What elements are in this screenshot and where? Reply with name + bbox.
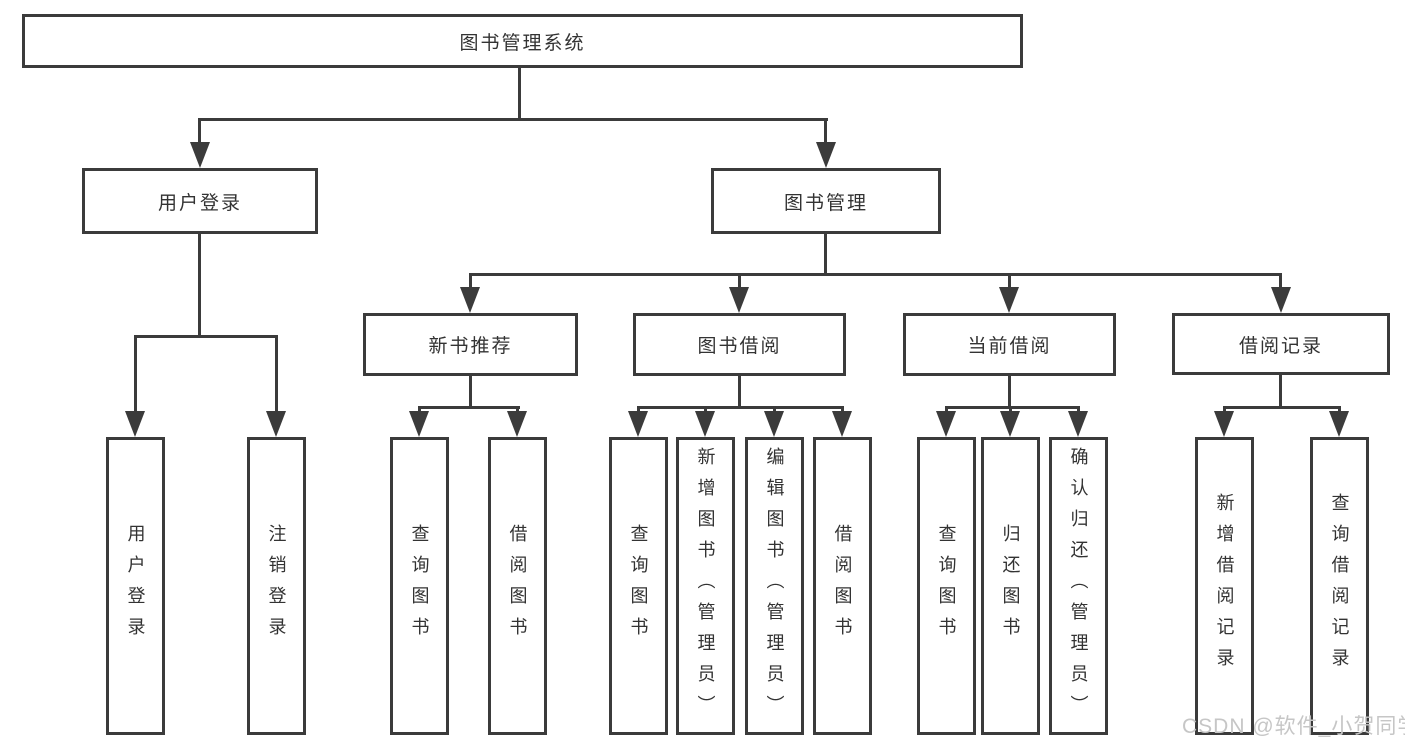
node-label: 查询借阅记录 xyxy=(1329,493,1350,679)
connector-arrowhead xyxy=(816,142,836,168)
connector-arrowhead xyxy=(729,287,749,313)
connector-line xyxy=(518,66,521,120)
connector-arrowhead xyxy=(695,411,715,437)
node-book-borrowing: 图书借阅 xyxy=(633,313,846,376)
node-library-management-system: 图书管理系统 xyxy=(22,14,1023,68)
node-new-book-recommendation: 新书推荐 xyxy=(363,313,578,376)
node-label: 新增借阅记录 xyxy=(1214,493,1235,679)
connector-line xyxy=(469,273,472,291)
connector-arrowhead xyxy=(936,411,956,437)
connector-arrowhead xyxy=(460,287,480,313)
connector-line xyxy=(198,234,201,335)
connector-line xyxy=(824,234,827,276)
connector-line xyxy=(198,118,201,146)
node-label: 借阅图书 xyxy=(832,524,853,648)
node-label: 用户登录 xyxy=(157,192,242,214)
node-label: 新增图书（管理员） xyxy=(695,446,716,726)
node-label: 图书借阅 xyxy=(697,336,782,357)
connector-line xyxy=(275,335,278,415)
connector-line xyxy=(418,406,520,409)
connector-arrowhead xyxy=(266,411,286,437)
connector-arrowhead xyxy=(190,142,210,168)
node-book-management: 图书管理 xyxy=(711,168,941,234)
connector-arrowhead xyxy=(1329,411,1349,437)
leaf-query-books-current: 查询图书 xyxy=(917,437,976,735)
connector-line xyxy=(470,273,1282,276)
connector-arrowhead xyxy=(125,411,145,437)
leaf-borrow-books-recommend: 借阅图书 xyxy=(488,437,547,735)
leaf-user-login: 用户登录 xyxy=(106,437,165,735)
node-label: 借阅记录 xyxy=(1238,335,1323,357)
node-label: 编辑图书（管理员） xyxy=(764,446,785,726)
connector-line xyxy=(134,335,137,415)
node-label: 查询图书 xyxy=(628,524,649,648)
node-user-login: 用户登录 xyxy=(82,168,318,234)
leaf-logout: 注销登录 xyxy=(247,437,306,735)
leaf-return-books: 归还图书 xyxy=(981,437,1040,735)
connector-line xyxy=(1279,273,1282,291)
connector-line xyxy=(738,376,741,409)
node-label: 查询图书 xyxy=(409,524,430,648)
leaf-query-books-borrowing: 查询图书 xyxy=(609,437,668,735)
node-label: 查询图书 xyxy=(936,524,957,648)
node-label: 用户登录 xyxy=(125,524,146,648)
connector-line xyxy=(637,406,844,409)
connector-arrowhead xyxy=(1271,287,1291,313)
leaf-edit-book-admin: 编辑图书（管理员） xyxy=(745,437,804,735)
node-label: 注销登录 xyxy=(266,524,287,648)
connector-arrowhead xyxy=(628,411,648,437)
leaf-confirm-return-admin: 确认归还（管理员） xyxy=(1049,437,1108,735)
connector-arrowhead xyxy=(764,411,784,437)
node-label: 归还图书 xyxy=(1000,524,1021,648)
leaf-add-book-admin: 新增图书（管理员） xyxy=(676,437,735,735)
connector-arrowhead xyxy=(1000,411,1020,437)
connector-arrowhead xyxy=(1214,411,1234,437)
leaf-add-borrow-record: 新增借阅记录 xyxy=(1195,437,1254,735)
node-label: 确认归还（管理员） xyxy=(1068,446,1089,726)
node-borrowing-records: 借阅记录 xyxy=(1172,313,1390,375)
connector-line xyxy=(134,335,278,338)
node-current-borrowing: 当前借阅 xyxy=(903,313,1116,376)
node-label: 当前借阅 xyxy=(967,336,1052,357)
node-label: 借阅图书 xyxy=(507,524,528,648)
connector-line xyxy=(824,118,827,146)
connector-line xyxy=(738,273,741,291)
csdn-watermark: CSDN @软件_小贺同学 xyxy=(1182,715,1405,738)
connector-arrowhead xyxy=(409,411,429,437)
connector-arrowhead xyxy=(507,411,527,437)
connector-arrowhead xyxy=(832,411,852,437)
connector-line xyxy=(1279,375,1282,409)
node-label: 图书管理 xyxy=(783,192,868,214)
connector-line xyxy=(469,376,472,409)
connector-arrowhead xyxy=(1068,411,1088,437)
connector-line xyxy=(1008,376,1011,409)
connector-arrowhead xyxy=(999,287,1019,313)
leaf-query-books-recommend: 查询图书 xyxy=(390,437,449,735)
leaf-query-borrow-record: 查询借阅记录 xyxy=(1310,437,1369,735)
connector-line xyxy=(1008,273,1011,291)
connector-line xyxy=(945,406,1080,409)
node-label: 新书推荐 xyxy=(428,336,513,357)
connector-line xyxy=(199,118,828,121)
node-label: 图书管理系统 xyxy=(459,32,586,54)
leaf-borrow-books-borrowing: 借阅图书 xyxy=(813,437,872,735)
connector-line xyxy=(1223,406,1341,409)
